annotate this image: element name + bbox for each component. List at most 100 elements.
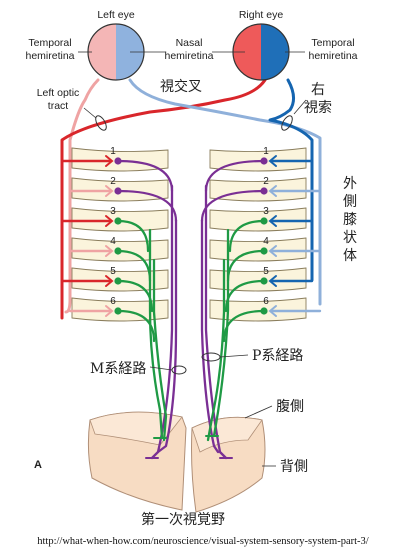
left-m-pathway-fiber — [150, 184, 174, 460]
left-relay-neuron — [114, 247, 122, 255]
left-relay-fiber — [116, 219, 150, 253]
right-m-pathway-fiber — [204, 184, 228, 460]
right-lgn-input-synapse — [268, 305, 277, 317]
left-temporal-label-2: hemiretina — [25, 50, 74, 62]
right-eye-temporal-half — [261, 24, 289, 80]
left-lgn-layer-number: 6 — [110, 296, 116, 307]
right-optic-tract-leader — [293, 99, 307, 115]
nasal-label-2: hemiretina — [164, 50, 213, 62]
right-relay-fiber — [224, 279, 266, 313]
left-lgn-input-synapse — [105, 245, 114, 257]
m-pathway-label: M系経路 — [90, 361, 146, 377]
p-pathway-label: P系経路 — [252, 348, 303, 364]
right-eye — [232, 23, 290, 81]
right-lgn-layer-number: 6 — [263, 296, 269, 307]
right-relay-neuron — [260, 277, 268, 285]
left-p-pathway-fiber — [152, 258, 168, 442]
right-lgn-layer-number: 4 — [263, 236, 269, 247]
lgn-label-char-3: 膝 — [343, 212, 357, 228]
right-lgn: 1 2 3 4 5 6 — [209, 146, 307, 322]
right-lgn-input-synapse — [268, 215, 277, 227]
lgn-label-char-2: 側 — [343, 194, 357, 210]
right-temporal-path — [268, 78, 314, 282]
dorsal-label: 背側 — [280, 459, 308, 475]
right-eye-nasal-half — [233, 24, 261, 80]
left-lgn-layer-number: 4 — [110, 236, 116, 247]
left-cortex-top-face — [89, 411, 183, 446]
right-lgn-input-synapse — [268, 245, 277, 257]
right-lgn-input-synapse — [268, 275, 277, 287]
p-pathway-leader — [219, 354, 249, 358]
left-lgn-layer-number: 3 — [110, 206, 116, 217]
left-relay-neuron — [114, 307, 122, 315]
left-lgn-input-synapse — [105, 215, 114, 227]
right-temporal-label-1: Temporal — [311, 37, 354, 49]
left-lgn-layer-number: 1 — [110, 146, 116, 157]
right-eye-label: Right eye — [239, 9, 284, 21]
left-relay-fiber — [116, 279, 154, 313]
lgn-label-char-5: 体 — [343, 248, 357, 264]
right-p-pathway-fiber — [206, 258, 226, 442]
right-lgn-layer-number: 5 — [263, 266, 269, 277]
left-optic-tract-label-2: tract — [48, 100, 69, 112]
left-lgn-layer-number: 5 — [110, 266, 116, 277]
left-relay-neuron — [114, 217, 122, 225]
right-optic-tract-label-2: 視索 — [304, 99, 332, 116]
right-m-pathway-fiber — [200, 218, 220, 454]
lgn-label-char-4: 状 — [343, 230, 357, 246]
v1-label: 第一次視覚野 — [141, 511, 225, 528]
right-relay-neuron — [260, 217, 268, 225]
lgn-label: 外 側 膝 状 体 — [343, 176, 357, 264]
right-temporal-label-2: hemiretina — [308, 50, 357, 62]
right-relay-neuron — [260, 247, 268, 255]
source-url: http://what-when-how.com/neuroscience/vi… — [37, 536, 369, 547]
right-relay-neuron — [260, 187, 268, 195]
left-eye-temporal-half — [88, 24, 116, 80]
right-lgn-layer-number: 1 — [263, 146, 269, 157]
ventral-label: 腹側 — [276, 398, 304, 415]
left-lgn: 1 2 3 4 5 6 — [71, 146, 169, 322]
left-lgn-layer-number: 2 — [110, 176, 116, 187]
lgn-label-char-1: 外 — [343, 176, 357, 192]
left-eye-label: Left eye — [97, 9, 135, 21]
right-lgn-input-synapse — [268, 155, 277, 167]
right-lgn-input-synapse — [268, 185, 277, 197]
optic-chiasm-label: 視交叉 — [160, 78, 202, 95]
left-temporal-label-1: Temporal — [28, 37, 71, 49]
left-relay-fiber — [116, 189, 178, 223]
right-relay-fiber — [200, 189, 266, 223]
left-m-pathway-fiber — [156, 218, 178, 454]
right-relay-neuron — [260, 307, 268, 315]
right-relay-neuron — [260, 157, 268, 165]
right-relay-fiber — [222, 309, 266, 343]
right-lgn-layer — [209, 147, 307, 172]
right-lgn-layer-number: 3 — [263, 206, 269, 217]
panel-label: A — [34, 459, 42, 471]
left-temporal-path — [64, 78, 100, 314]
right-relay-fiber — [228, 219, 266, 253]
right-nasal-path — [60, 78, 267, 320]
right-optic-tract-marker — [281, 115, 293, 131]
right-lgn-layer-number: 2 — [263, 176, 269, 187]
left-lgn-input-synapse — [105, 155, 114, 167]
right-lgn-layer — [209, 177, 307, 202]
right-lgn-layer — [209, 207, 307, 232]
nasal-label-1: Nasal — [176, 37, 203, 49]
left-lgn-input-synapse — [105, 185, 114, 197]
ventral-leader — [244, 405, 273, 419]
left-lgn-input-synapse — [105, 305, 114, 317]
left-relay-neuron — [114, 277, 122, 285]
left-relay-neuron — [114, 187, 122, 195]
left-relay-neuron — [114, 157, 122, 165]
left-p-pathway-fiber — [148, 228, 164, 440]
left-optic-tract-leader — [83, 107, 97, 119]
left-relay-fiber — [116, 309, 156, 343]
left-lgn-input-synapse — [105, 275, 114, 287]
left-optic-tract-marker — [95, 115, 107, 131]
m-pathway-leader — [149, 366, 173, 371]
left-optic-tract-label-1: Left optic — [37, 87, 80, 99]
right-lgn-layer — [209, 237, 307, 262]
right-p-pathway-fiber — [212, 228, 230, 438]
right-optic-tract-label-1: 右 — [311, 82, 325, 98]
